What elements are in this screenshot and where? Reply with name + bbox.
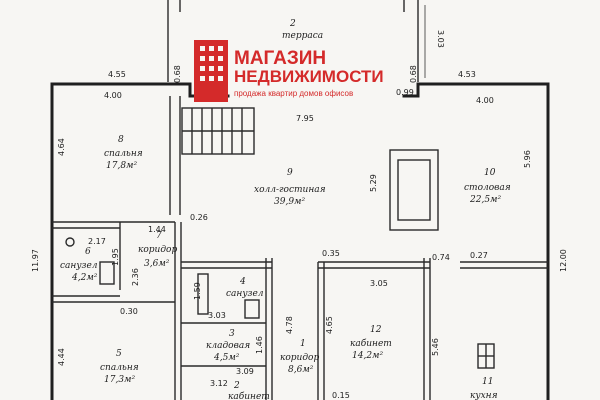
dim-label: 4.00 [476, 96, 494, 105]
office2-number: 2 [233, 381, 240, 391]
dim-label: 7.95 [296, 114, 314, 123]
bedroom8-number: 8 [118, 135, 124, 145]
corridor1-area: 8,6м² [288, 365, 314, 375]
bedroom5-area: 17,3м² [104, 375, 136, 385]
corridor7-name: коридор [138, 245, 177, 255]
dim-label: 4.65 [325, 316, 334, 334]
office12-number: 12 [370, 325, 382, 335]
bath4-number: 4 [239, 277, 246, 287]
dim-label: 5.96 [523, 150, 532, 168]
hall9-name: холл-гостиная [254, 185, 326, 195]
dim-label: 3.12 [210, 379, 228, 388]
dim-label: 3.09 [236, 367, 254, 376]
kitchen11-number: 11 [482, 377, 493, 387]
dining10-area: 22,5м² [469, 195, 502, 205]
room-labels: 2 терраса 8 спальня 17,8м² 9 холл-гостин… [60, 19, 511, 400]
dim-label: 4.00 [104, 91, 122, 100]
dim-label: 4.53 [458, 70, 476, 79]
staircase [181, 107, 255, 155]
dim-label: 4.64 [57, 138, 66, 156]
bath6-number: 6 [85, 247, 91, 257]
dimension-labels: 4.55 4.00 4.53 4.00 3.03 0.68 0.68 0.99 … [31, 30, 568, 400]
fireplace [389, 149, 439, 231]
dim-label: 2.36 [131, 268, 140, 286]
office2-name: кабинет [228, 391, 270, 400]
office12-area: 14,2м² [352, 351, 384, 361]
dim-label: 0.68 [173, 65, 182, 83]
dim-label: 3.03 [208, 311, 226, 320]
dim-label: 0.15 [332, 391, 350, 400]
bedroom5-name: спальня [100, 363, 139, 373]
bedroom8-area: 17,8м² [106, 161, 138, 171]
dim-label: 1.95 [111, 248, 120, 266]
dim-label: 5.29 [369, 174, 378, 192]
dim-label: 0.68 [409, 65, 418, 83]
dim-label: 1.44 [148, 225, 166, 234]
dim-label: 2.17 [88, 237, 106, 246]
hall9-area: 39,9м² [274, 197, 306, 207]
terrace-name: терраса [282, 31, 323, 41]
dim-label: 12.00 [559, 249, 568, 272]
bath6-area: 4,2м² [71, 273, 98, 283]
logo-line1: МАГАЗИН [234, 48, 326, 69]
corridor7-area: 3,6м² [144, 259, 170, 269]
pantry3-area: 4,5м² [213, 353, 240, 363]
dim-label: 3.05 [370, 279, 388, 288]
kitchen11-name: кухня [470, 391, 498, 400]
dining10-name: столовая [464, 183, 511, 193]
corridor7-number: 7 [156, 231, 162, 241]
pantry3-name: кладовая [206, 341, 250, 351]
corridor1-number: 1 [300, 339, 306, 349]
interior-walls [52, 96, 548, 400]
bath-fixtures [65, 237, 260, 319]
dim-label: 4.44 [57, 348, 66, 366]
dim-label: 0.30 [120, 307, 138, 316]
dim-label: 0.74 [432, 253, 450, 262]
logo-line2: НЕДВИЖИМОСТИ [234, 67, 384, 86]
dim-label: 4.55 [108, 70, 126, 79]
bath4-name: санузел [226, 289, 264, 299]
dim-label: 0.27 [470, 251, 488, 260]
terrace-area [167, 0, 426, 82]
dim-label: 0.99 [396, 88, 414, 97]
building-icon [194, 40, 228, 102]
dim-label: 3.03 [436, 30, 445, 48]
logo-tagline: продажа квартир домов офисов [234, 89, 353, 98]
dim-label: 0.35 [322, 249, 340, 258]
bath6-name: санузел [60, 261, 98, 271]
pantry3-number: 3 [229, 329, 235, 339]
hall9-number: 9 [287, 168, 293, 178]
dim-label: 5.46 [431, 338, 440, 356]
office12-name: кабинет [350, 338, 392, 349]
dim-label: 1.59 [193, 282, 202, 300]
dim-label: 1.46 [255, 336, 264, 354]
terrace-number: 2 [289, 19, 296, 29]
bedroom8-name: спальня [104, 149, 143, 159]
bedroom5-number: 5 [116, 349, 122, 359]
kitchen-vent [477, 343, 495, 369]
dim-label: 0.26 [190, 213, 208, 222]
corridor1-name: коридор [280, 353, 319, 363]
dining10-number: 10 [484, 168, 496, 178]
dim-label: 11.97 [31, 249, 40, 272]
dim-label: 4.78 [285, 316, 294, 334]
brand-logo: МАГАЗИН НЕДВИЖИМОСТИ продажа квартир дом… [194, 40, 384, 102]
